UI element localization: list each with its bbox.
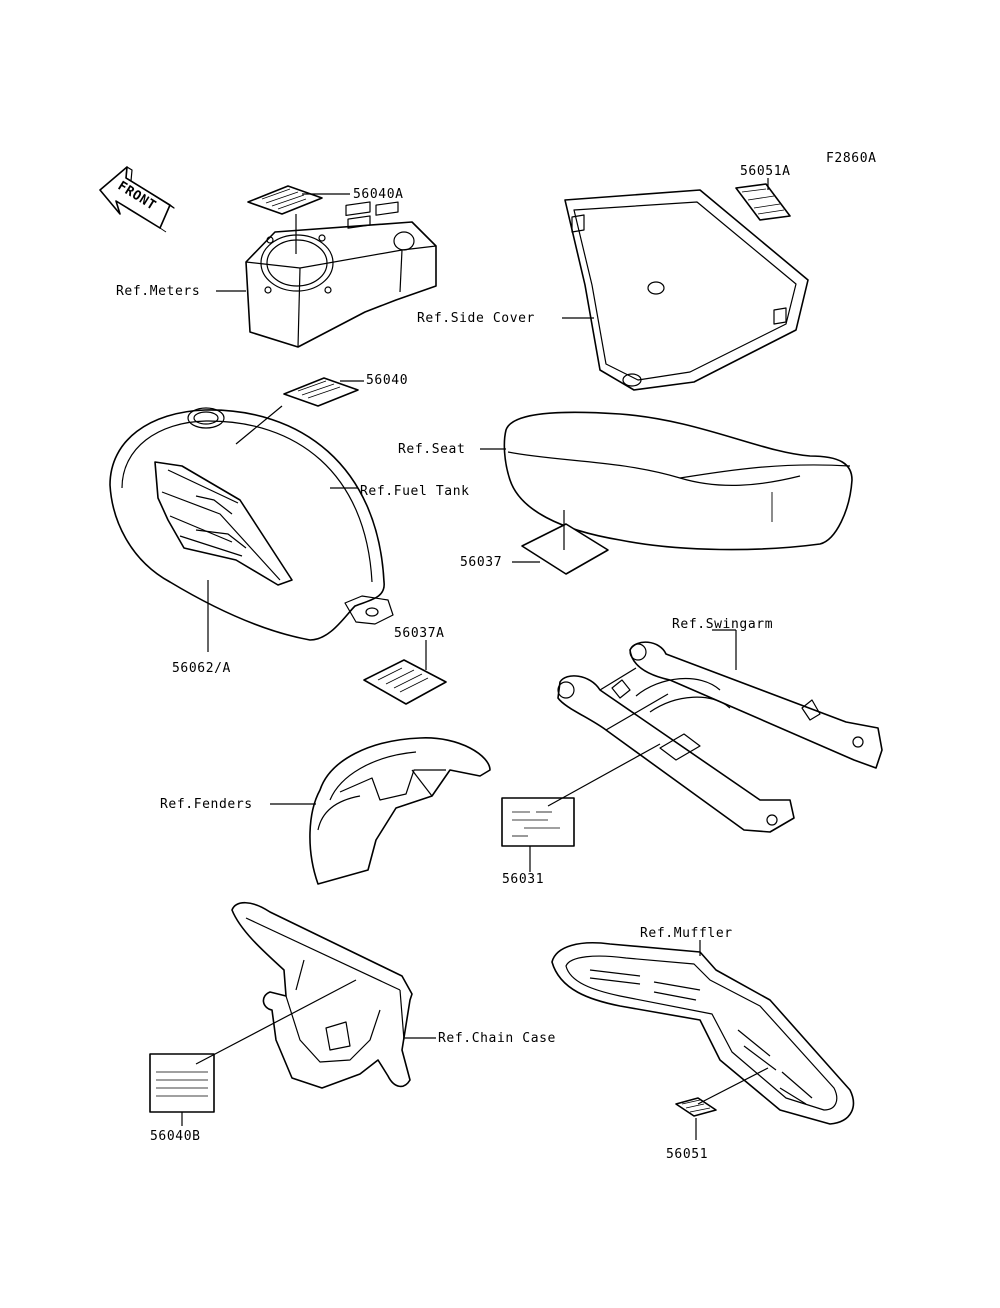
ref-muffler-label: Ref.Muffler	[640, 926, 733, 941]
side-cover-illustration	[564, 189, 809, 391]
part-number-56040B: 56040B	[150, 1129, 201, 1144]
label-56040A-decal	[247, 185, 323, 215]
part-number-56037A: 56037A	[394, 626, 445, 641]
label-56051-decal	[675, 1097, 717, 1117]
ref-swingarm-label: Ref.Swingarm	[672, 617, 773, 632]
label-56040B-decal	[149, 1053, 215, 1113]
ref-fuel-tank-label: Ref.Fuel Tank	[360, 484, 470, 499]
figure-id: F2860A	[826, 151, 877, 166]
label-56037-decal	[521, 523, 609, 575]
fuel-tank-illustration	[109, 407, 394, 641]
label-56037A-decal	[363, 659, 447, 705]
ref-seat-label: Ref.Seat	[398, 442, 465, 457]
part-number-56051: 56051	[666, 1147, 708, 1162]
fender-illustration	[309, 737, 491, 885]
label-56031-decal	[501, 797, 575, 847]
seat-illustration	[503, 411, 853, 551]
part-number-56040: 56040	[366, 373, 408, 388]
ref-meters-label: Ref.Meters	[116, 284, 200, 299]
ref-fenders-label: Ref.Fenders	[160, 797, 253, 812]
front-direction-arrow-icon: FRONT	[99, 166, 175, 233]
chain-case-illustration	[231, 901, 413, 1089]
part-number-56051A: 56051A	[740, 164, 791, 179]
ref-side-cover-label: Ref.Side Cover	[417, 311, 535, 326]
part-number-56037: 56037	[460, 555, 502, 570]
ref-chain-case-label: Ref.Chain Case	[438, 1031, 556, 1046]
label-56051A-decal	[735, 183, 791, 221]
muffler-illustration	[551, 942, 855, 1125]
part-number-56062A: 56062/A	[172, 661, 231, 676]
label-56040-decal	[283, 377, 359, 407]
part-number-56040A: 56040A	[353, 187, 404, 202]
meters-illustration	[245, 201, 437, 348]
part-number-56031: 56031	[502, 872, 544, 887]
swingarm-illustration	[557, 641, 883, 833]
